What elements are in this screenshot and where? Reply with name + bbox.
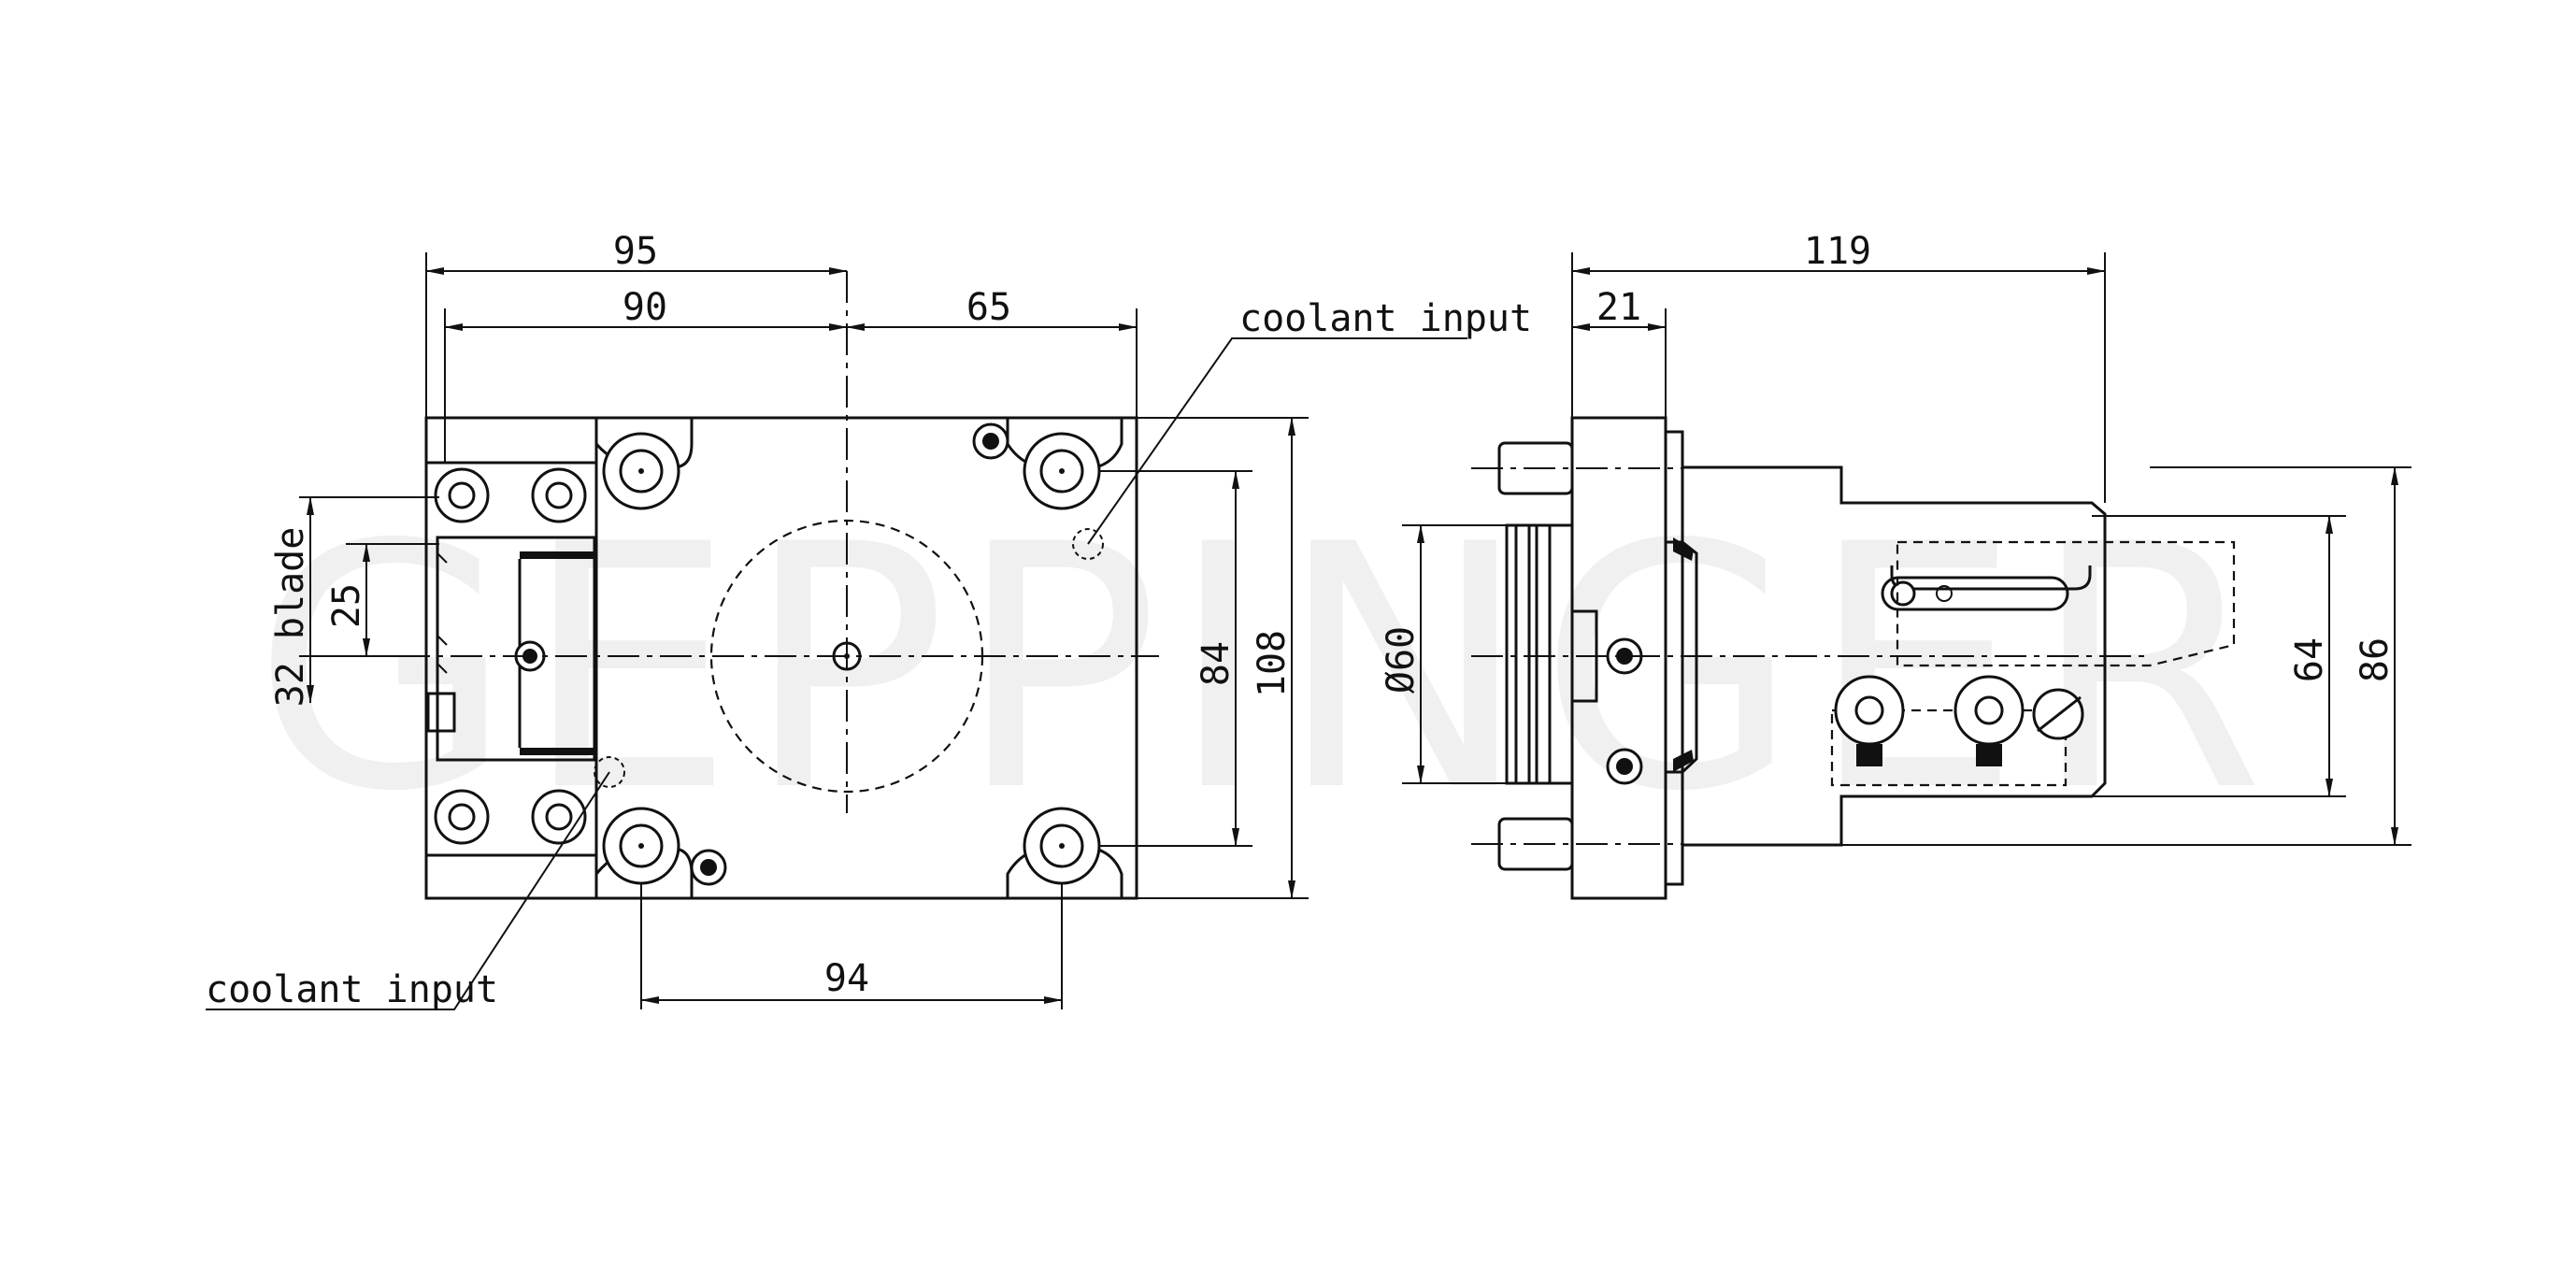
clamp-screw-1	[434, 467, 490, 523]
side-screw-left	[1834, 675, 1905, 766]
dim-84-label: 84	[1195, 641, 1238, 686]
slot-pin-right	[1936, 585, 1953, 602]
bolt-bottom-left	[602, 807, 680, 885]
flange-lip	[1664, 430, 1684, 886]
wedge-top	[1673, 537, 1694, 561]
dim-21-label: 21	[1596, 286, 1641, 329]
coolant-label-bottom: coolant input	[206, 968, 498, 1011]
bolt-top-left	[602, 432, 680, 510]
dim-94-label: 94	[824, 957, 869, 1000]
dim-90-label: 90	[623, 286, 667, 329]
bolt-top-right	[1023, 432, 1101, 510]
dim-60-label: Ø60	[1380, 626, 1423, 694]
clamp-screw-4	[531, 789, 587, 845]
flange-plug-2	[1606, 748, 1643, 785]
coolant-leader-bottom	[206, 771, 610, 1010]
plug-bottom	[690, 849, 727, 886]
dim-95-label: 95	[613, 230, 658, 273]
insert-hidden	[1896, 540, 2236, 667]
bore-hidden	[1830, 708, 2068, 787]
blade-edge-bottom	[520, 748, 596, 755]
plug-top	[972, 422, 1009, 460]
bolt-bottom-right	[1023, 807, 1101, 885]
chip-groove	[1890, 565, 2092, 591]
dim-25-label: 25	[325, 583, 368, 628]
coolant-port-bottom	[594, 756, 625, 788]
blade-ticks	[436, 552, 448, 674]
wedge-bottom	[1673, 750, 1694, 772]
shank-ring-1	[1514, 523, 1531, 785]
shank-ring-2	[1535, 523, 1552, 785]
dim-86-label: 86	[2354, 637, 2397, 682]
dim-119-label: 119	[1804, 230, 1871, 273]
blade-slot	[436, 536, 596, 762]
dim-65-label: 65	[966, 286, 1011, 329]
side-screw-angled	[2032, 688, 2084, 740]
coolant-label-top: coolant input	[1239, 297, 1532, 340]
dim-108-label: 108	[1251, 630, 1294, 697]
slot-pin-left	[1890, 580, 1916, 607]
coolant-leader-top	[1087, 337, 1467, 545]
side-screw-right	[1953, 675, 2025, 766]
dim-64-label: 64	[2288, 637, 2331, 682]
front-view: 95 90 65 94 84 108 25 32 blade coolant i…	[206, 230, 1532, 1011]
dim-32-label: 32 blade	[269, 527, 312, 708]
holder-body	[1682, 465, 2107, 847]
coolant-port-top	[1072, 528, 1104, 560]
flange-plug-1	[1606, 637, 1643, 675]
blade-edge-top	[520, 551, 596, 559]
blade-clip	[426, 692, 456, 733]
adjust-slot	[1881, 576, 2069, 611]
clamp-screw-3	[434, 789, 490, 845]
side-view: 119 21 Ø60 64 86	[1380, 230, 2411, 900]
clamp-screw-2	[531, 467, 587, 523]
